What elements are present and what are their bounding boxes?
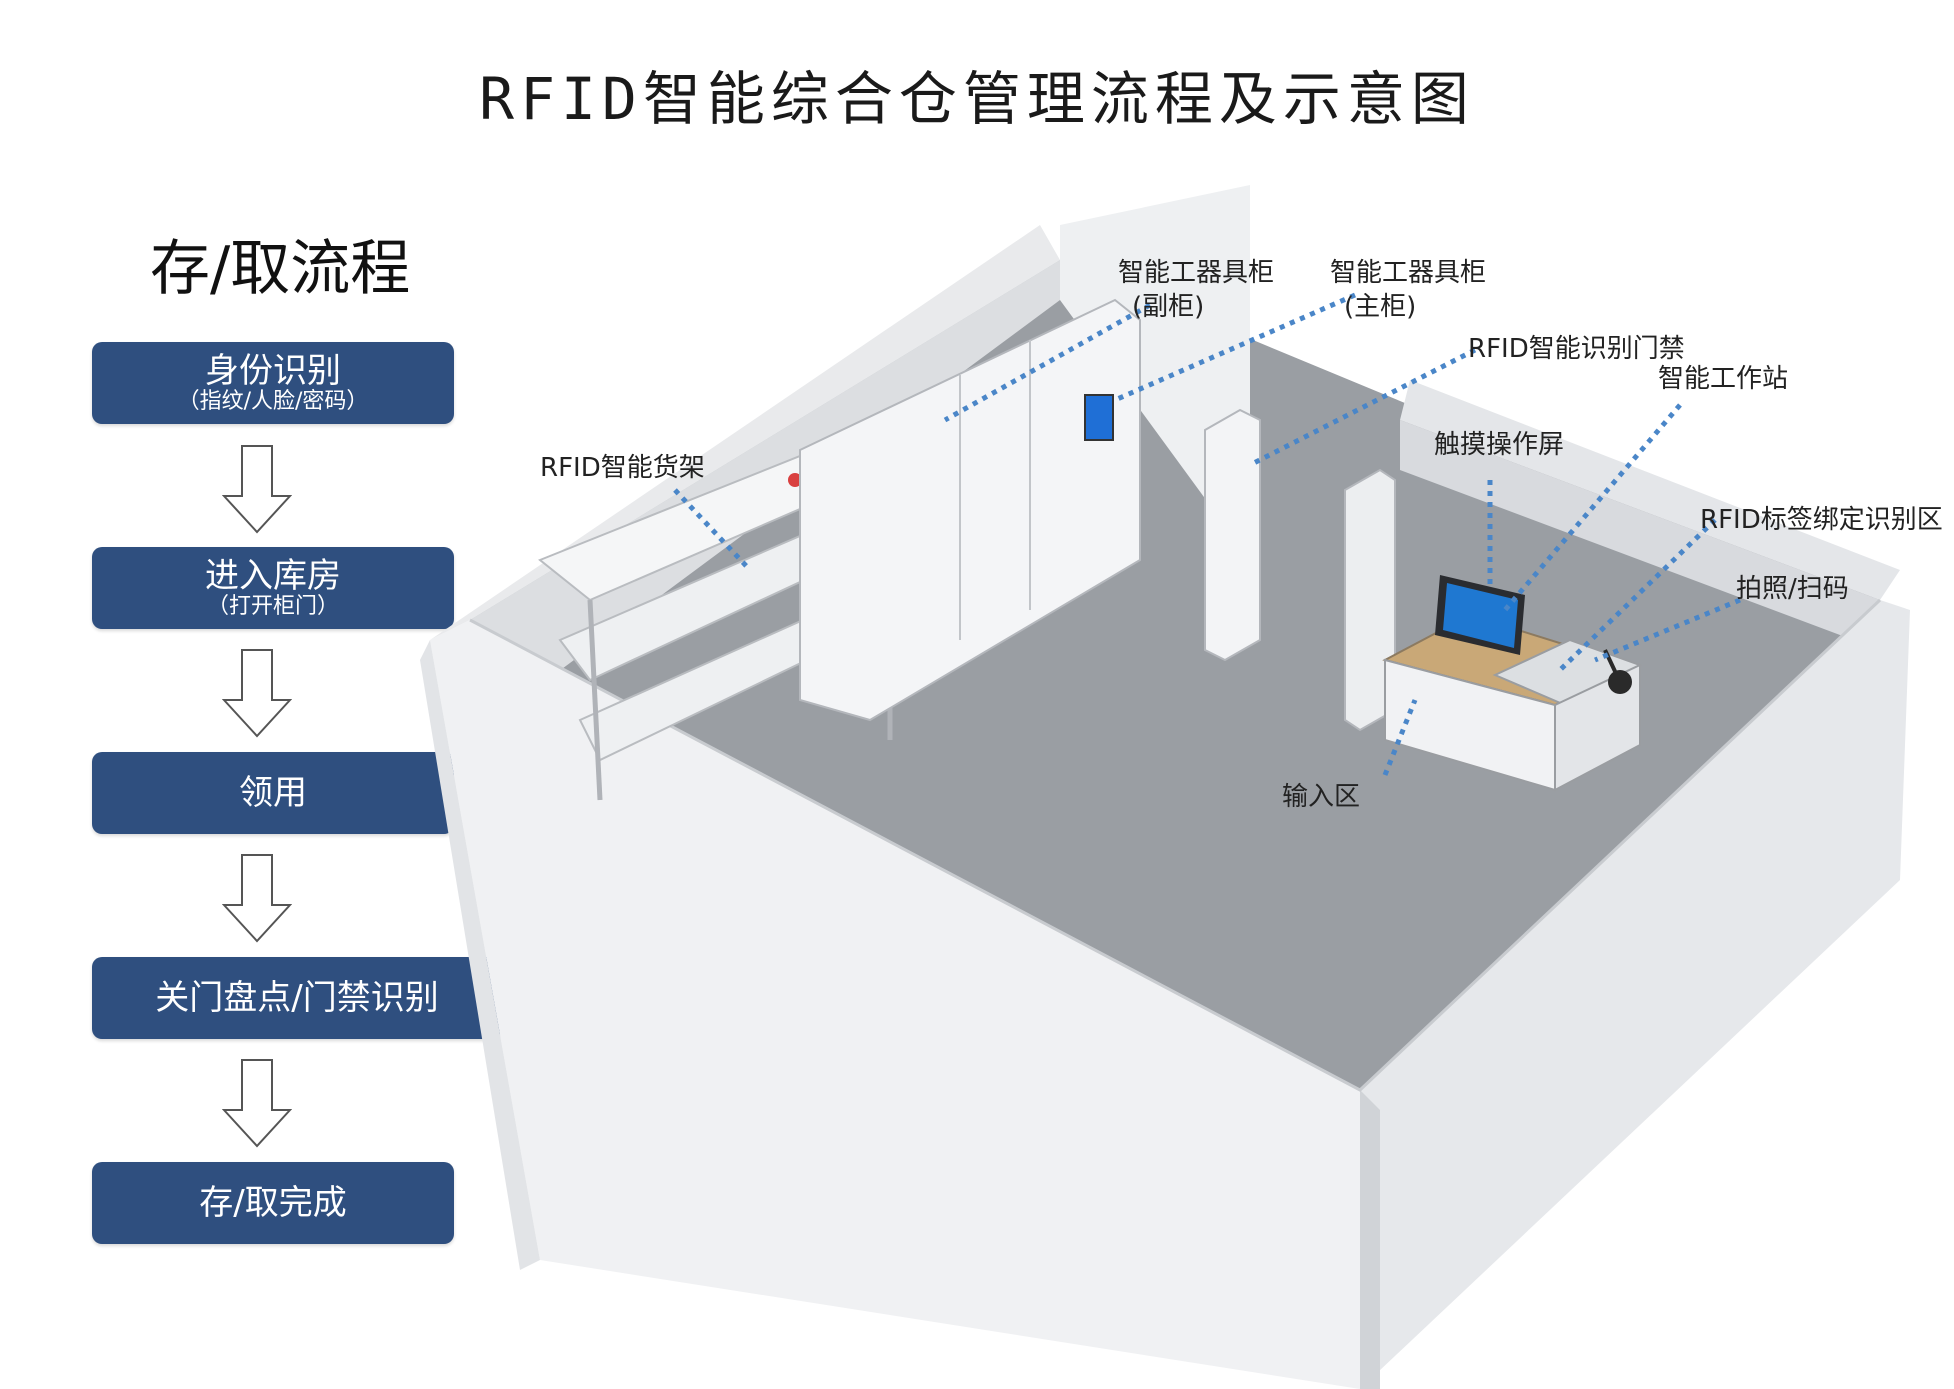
down-arrow-icon <box>222 649 292 738</box>
label-workstation: 智能工作站 <box>1658 364 1789 394</box>
wall-corner <box>1360 1090 1380 1389</box>
flow-step-sublabel: （指纹/人脸/密码） <box>177 389 369 414</box>
label-camera: 拍照/扫码 <box>1736 574 1849 604</box>
right-wall-inner <box>1400 420 1880 650</box>
rfid-gate <box>1204 408 1261 662</box>
page-title: RFID智能综合仓管理流程及示意图 <box>479 65 1475 133</box>
flow-step-label: 存/取完成 <box>199 1183 347 1223</box>
down-arrow-icon <box>222 854 292 943</box>
down-arrow-icon <box>222 1059 292 1148</box>
right-wall-top <box>1400 380 1900 600</box>
flow-step-label: 关门盘点/门禁识别 <box>155 978 439 1018</box>
down-arrow-icon <box>222 445 292 534</box>
label-sub-cabinet-note: (副柜) <box>1132 292 1205 322</box>
label-shelf: RFID智能货架 <box>540 453 705 483</box>
flow-step-identity: 身份识别 （指纹/人脸/密码） <box>92 342 454 424</box>
label-gate: RFID智能识别门禁 <box>1468 334 1685 364</box>
flow-step-label: 进入库房 <box>205 556 341 596</box>
front-left-wall <box>430 620 1360 1389</box>
flow-step-enter: 进入库房 （打开柜门） <box>92 547 454 629</box>
label-input: 输入区 <box>1282 782 1361 812</box>
tool-cabinets <box>799 298 1141 722</box>
front-left-wall-side <box>420 640 540 1270</box>
leader-lines <box>673 292 1741 776</box>
flow-step-complete: 存/取完成 <box>92 1162 454 1244</box>
flow-step-label: 身份识别 <box>205 351 341 391</box>
label-sub-cabinet: 智能工器具柜 <box>1118 258 1275 288</box>
front-right-wall <box>1360 600 1910 1389</box>
flow-step-inventory: 关门盘点/门禁识别 <box>92 957 502 1039</box>
flow-step-label: 领用 <box>239 773 307 813</box>
label-main-cabinet: 智能工器具柜 <box>1330 258 1487 288</box>
label-tag-zone: RFID标签绑定识别区 <box>1700 505 1943 535</box>
label-touchscreen: 触摸操作屏 <box>1434 430 1565 460</box>
label-main-cabinet-note: (主柜) <box>1344 292 1417 322</box>
flow-step-sublabel: （打开柜门） <box>206 594 339 619</box>
back-left-wall-top <box>430 225 1060 640</box>
cabinet-screen <box>1084 394 1114 441</box>
flow-heading: 存/取流程 <box>150 234 411 304</box>
back-wall <box>1060 185 1250 560</box>
flow-step-use: 领用 <box>92 752 454 834</box>
